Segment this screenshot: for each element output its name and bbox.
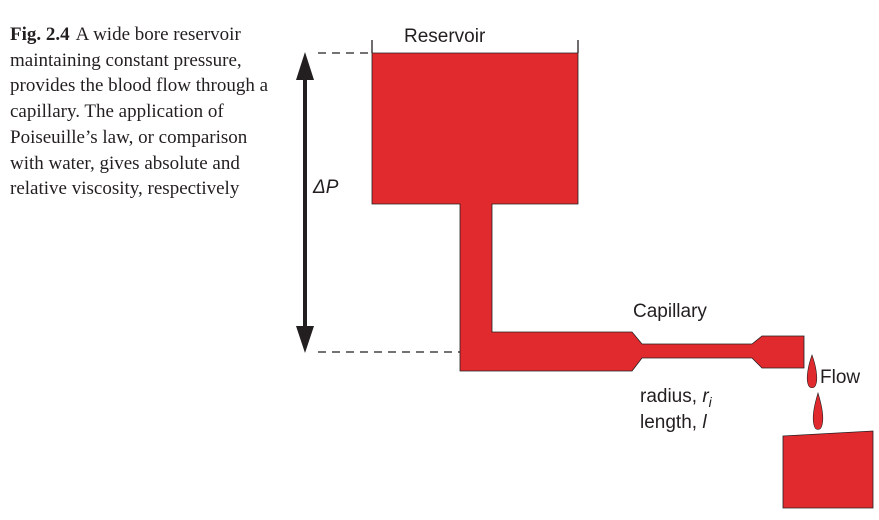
radius-label: radius, ri bbox=[640, 386, 713, 410]
reservoir-rim bbox=[371, 40, 579, 53]
flow-label: Flow bbox=[820, 367, 860, 388]
reservoir-and-capillary bbox=[371, 52, 805, 372]
pressure-arrow bbox=[296, 52, 314, 353]
figure-number: Fig. 2.4 bbox=[10, 24, 70, 45]
caption-text: A wide bore reservoir maintaining consta… bbox=[10, 24, 269, 200]
flow-drop-lower bbox=[812, 391, 824, 430]
capillary-label: Capillary bbox=[633, 301, 707, 322]
collection-beaker bbox=[782, 430, 874, 509]
length-label: length, l bbox=[640, 412, 707, 433]
pressure-label: ΔP bbox=[312, 177, 339, 198]
reservoir-label: Reservoir bbox=[404, 26, 486, 47]
flow-drop-upper bbox=[806, 354, 818, 389]
